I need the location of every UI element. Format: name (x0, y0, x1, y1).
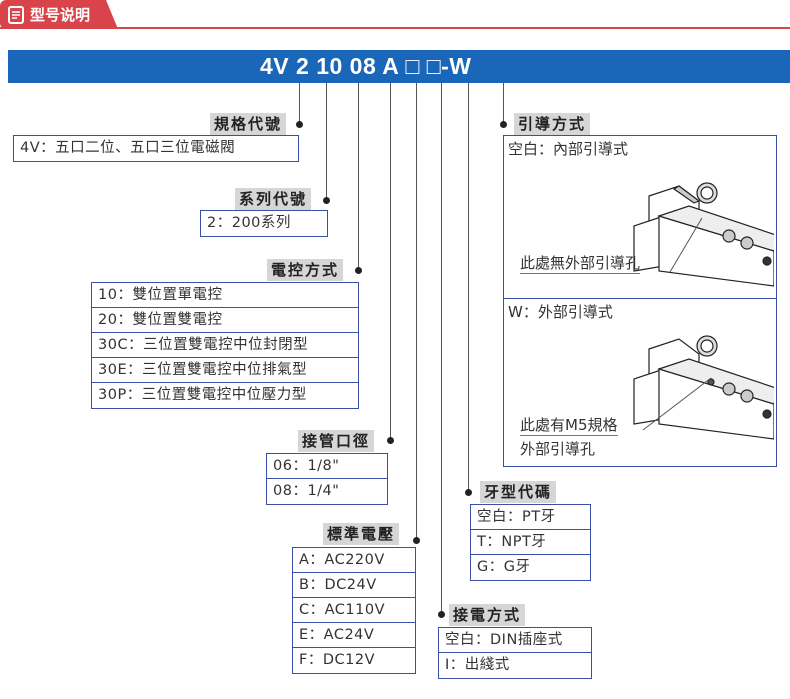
series-option: 2：200系列 (207, 215, 291, 231)
port-option: 08：1/4" (273, 483, 340, 499)
pilot-internal-pane: 空白：內部引導式 此處無外部引導孔 (504, 136, 776, 299)
thread-box: 空白：PT牙 T：NPT牙 G：G牙 (470, 504, 591, 581)
port-label: 接管口徑 (298, 430, 375, 452)
control-option: 30E：三位置雙電控中位排氣型 (92, 358, 358, 383)
connector-line (358, 83, 359, 270)
control-box: 10：雙位置單電控 20：雙位置雙電控 30C：三位置雙電控中位封閉型 30E：… (91, 282, 359, 409)
leader-line (642, 377, 712, 431)
pilot-box: 空白：內部引導式 此處無外部引導孔 W：外部引導式 (503, 135, 777, 467)
connector-line (299, 83, 300, 124)
connector-dot (500, 121, 507, 128)
pilot-external-note-2: 外部引導孔 (520, 440, 596, 458)
connector-dot (387, 437, 394, 444)
connector-line (441, 83, 442, 614)
valve-illustration (633, 335, 774, 440)
voltage-option: F：DC12V (299, 652, 375, 668)
model-code-bar (8, 50, 790, 83)
voltage-label: 標準電壓 (323, 523, 400, 545)
voltage-option: E：AC24V (293, 623, 415, 648)
control-option: 30C：三位置雙電控中位封閉型 (92, 333, 358, 358)
control-option: 10：雙位置單電控 (92, 283, 358, 308)
spec-label: 規格代號 (210, 113, 287, 135)
connector-dot (323, 197, 330, 204)
thread-label: 牙型代碼 (480, 481, 557, 503)
connector-dot (355, 267, 362, 274)
pilot-label: 引導方式 (514, 113, 591, 135)
connector-dot (413, 537, 420, 544)
pilot-external-title: W：外部引導式 (508, 303, 613, 321)
control-option: 20：雙位置雙電控 (92, 308, 358, 333)
wiring-option: I：出綫式 (445, 657, 510, 673)
port-box: 06：1/8" 08：1/4" (266, 453, 388, 505)
control-label: 電控方式 (267, 259, 344, 281)
port-option: 06：1/8" (267, 454, 387, 479)
pilot-internal-title: 空白：內部引導式 (508, 140, 629, 158)
valve-illustration (633, 182, 774, 287)
voltage-option: A：AC220V (293, 548, 415, 573)
leader-line (669, 217, 703, 273)
connector-line (503, 83, 504, 124)
voltage-option: B：DC24V (293, 573, 415, 598)
thread-option: T：NPT牙 (471, 530, 590, 555)
pilot-internal-note: 此處無外部引導孔 (520, 254, 641, 274)
connector-line (468, 83, 469, 492)
pilot-external-pane: W：外部引導式 此處有M5規格 外部引導孔 (504, 299, 776, 462)
series-label: 系列代號 (235, 188, 312, 210)
connector-dot (296, 121, 303, 128)
wiring-box: 空白：DIN插座式 I：出綫式 (438, 627, 592, 679)
series-box: 2：200系列 (200, 210, 328, 237)
model-code: 4V 2 10 08 A □ □-W (260, 53, 472, 79)
connector-line (416, 83, 417, 540)
voltage-box: A：AC220V B：DC24V C：AC110V E：AC24V F：DC12… (292, 547, 416, 674)
wiring-label: 接電方式 (449, 604, 526, 626)
pilot-external-note-1: 此處有M5規格 (520, 416, 618, 436)
thread-option: G：G牙 (477, 559, 531, 575)
thread-option: 空白：PT牙 (471, 505, 590, 530)
section-title: 型号说明 (30, 6, 91, 24)
spec-box: 4V：五口二位、五口三位電磁閥 (13, 135, 299, 162)
section-tab: 型号说明 (0, 0, 118, 29)
spec-option: 4V：五口二位、五口三位電磁閥 (20, 140, 236, 156)
divider (0, 27, 790, 29)
connector-line (326, 83, 327, 200)
wiring-option: 空白：DIN插座式 (439, 628, 591, 653)
connector-line (390, 83, 391, 440)
document-icon (8, 5, 24, 24)
connector-dot (438, 611, 445, 618)
control-option: 30P：三位置雙電控中位壓力型 (98, 387, 307, 403)
connector-dot (465, 489, 472, 496)
voltage-option: C：AC110V (293, 598, 415, 623)
